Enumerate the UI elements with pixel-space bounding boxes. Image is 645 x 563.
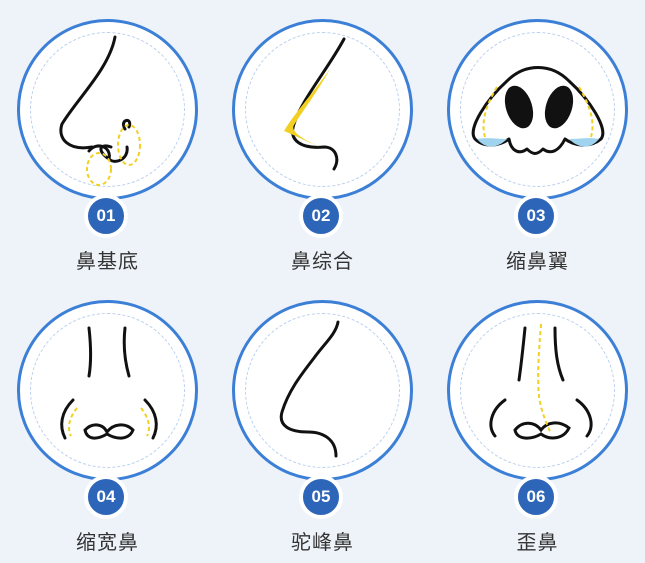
card-label: 缩宽鼻 <box>76 530 139 554</box>
nose-wing-reduction-illustration <box>471 66 605 155</box>
number-badge: 04 <box>84 475 128 519</box>
number-badge: 03 <box>514 194 558 238</box>
nose-combined-illustration <box>284 37 346 171</box>
card-wide-nose-reduction: 04 缩宽鼻 <box>0 281 215 562</box>
illustration-circle <box>232 300 413 481</box>
number-badge: 06 <box>514 475 558 519</box>
card-nose-wing-reduction: 03 缩鼻翼 <box>430 0 645 281</box>
number-badge: 01 <box>84 194 128 238</box>
illustration-circle <box>17 19 198 200</box>
hump-nose-illustration <box>279 320 340 458</box>
card-nose-combined: 02 鼻综合 <box>215 0 430 281</box>
card-label: 歪鼻 <box>516 530 559 554</box>
number-badge: 05 <box>299 475 343 519</box>
illustration-circle <box>17 300 198 481</box>
wide-nose-reduction-illustration <box>60 326 158 440</box>
card-label: 缩鼻翼 <box>506 249 569 273</box>
number-badge: 02 <box>299 194 343 238</box>
card-label: 鼻基底 <box>76 249 139 273</box>
nose-base-illustration <box>59 35 141 186</box>
card-label: 驼峰鼻 <box>291 530 354 554</box>
card-hump-nose: 05 驼峰鼻 <box>215 281 430 562</box>
illustration-circle <box>232 19 413 200</box>
crooked-nose-illustration <box>489 323 593 440</box>
card-label: 鼻综合 <box>291 249 354 273</box>
card-nose-base: 01 鼻基底 <box>0 0 215 281</box>
card-crooked-nose: 06 歪鼻 <box>430 281 645 562</box>
